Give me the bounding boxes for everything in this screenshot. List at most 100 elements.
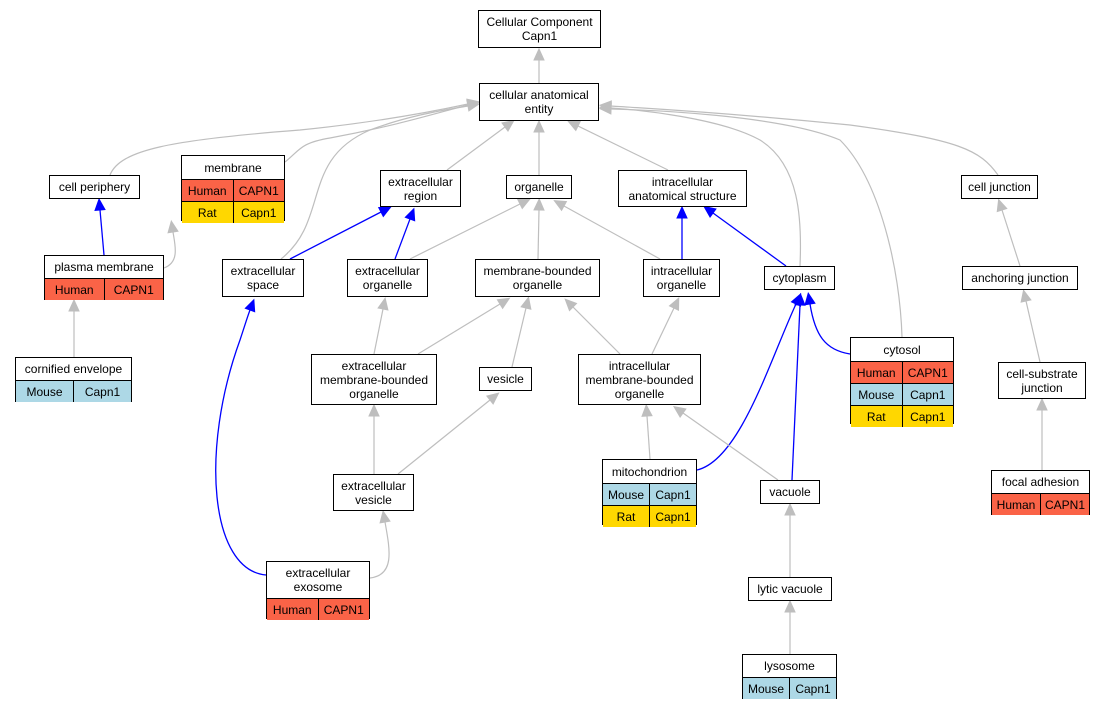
go-term-label: cytosol [851, 338, 953, 361]
go-term-lyticvacuole[interactable]: lytic vacuole [748, 577, 832, 601]
edge-membraneboundedorganelle-to-organelle [537, 209, 540, 260]
edge-extracellularorganelle-to-organelle [409, 203, 521, 260]
go-term-anchoringjunction[interactable]: anchoring junction [962, 266, 1078, 290]
edge-plasmamembrane-to-membrane [163, 231, 176, 269]
go-term-celljunction[interactable]: cell junction [961, 175, 1038, 199]
arrowhead-membraneboundedorganelle-to-organelle [533, 197, 545, 211]
arrowhead-cae-to-root [533, 47, 545, 61]
edge-cellperiphery-to-cae [109, 103, 469, 176]
go-term-label-line: space [246, 278, 279, 292]
edge-anchoringjunction-to-celljunction [1001, 209, 1021, 267]
gene-cell: Capn1 [73, 381, 131, 402]
go-term-label-line: cell junction [968, 180, 1031, 194]
go-term-organelle[interactable]: organelle [506, 175, 572, 199]
species-cell: Mouse [26, 384, 63, 399]
go-term-label-line: organelle [514, 180, 564, 194]
gene-cell: CAPN1 [103, 279, 164, 300]
go-term-label-line: extracellular [388, 174, 453, 189]
arrowhead-cellsubstrate-to-anchoringjunction [1020, 289, 1032, 303]
species-cell: Human [272, 602, 312, 617]
go-term-label-line: junction [1021, 380, 1063, 395]
species-cell: Human [187, 183, 227, 198]
edge-extracellularregion-to-cae [446, 126, 506, 171]
go-term-label-line: plasma membrane [54, 260, 154, 274]
gene-cell: CAPN1 [232, 180, 285, 201]
go-term-label-line: extracellular [230, 264, 296, 278]
arrowhead-plasmamembrane-to-membrane [167, 219, 179, 234]
arrowhead-cytoplasm-to-intracellularstruct [703, 205, 717, 218]
edge-intracellularstruct-to-cae [577, 125, 669, 171]
gene-cell: CAPN1 [1040, 494, 1089, 515]
edge-icmbo-to-membraneboundedorganelle [572, 306, 621, 355]
edge-extracellularvesicle-to-vesicle [397, 399, 491, 475]
go-term-label-line: organelle [512, 278, 563, 292]
edge-cytosol-to-cae [610, 108, 903, 338]
edge-extracellularorganelle-to-extracellularregion [394, 218, 411, 260]
go-term-vacuole[interactable]: vacuole [760, 480, 820, 504]
edge-mitochondrion-to-icmbo [646, 415, 651, 460]
go-term-label-line: cornified envelope [24, 362, 123, 376]
arrowhead-exosome-to-extracellularspace [244, 298, 256, 313]
go-term-vesicle[interactable]: vesicle [479, 367, 532, 391]
go-term-label-line: intracellular [608, 358, 671, 373]
go-term-label-line: organelle [656, 278, 707, 292]
go-term-label: mitochondrion [603, 460, 696, 483]
edge-ecmbo-to-membraneboundedorganelle [417, 303, 501, 355]
species-cell: Mouse [747, 681, 785, 696]
go-term-label: membrane [182, 156, 284, 179]
edge-intracellularorganelle-to-organelle [563, 205, 661, 260]
gene-cell: CAPN1 [901, 362, 954, 383]
go-term-label-line: focal adhesion [1001, 475, 1080, 489]
arrowhead-intracellularorganelle-to-intracellularstruct [676, 205, 688, 219]
edge-cellsubstrate-to-anchoringjunction [1025, 300, 1041, 363]
arrowhead-extracellularorganelle-to-extracellularregion [404, 207, 416, 222]
go-term-cellperiphery[interactable]: cell periphery [49, 175, 140, 199]
edge-extracellularspace-to-cae [280, 105, 469, 260]
go-term-label-line: membrane [204, 160, 262, 175]
edge-membrane-to-cae [284, 104, 469, 163]
gene-cell: Capn1 [901, 384, 954, 405]
arrowhead-extracellularvesicle-to-vesicle [485, 392, 500, 405]
edge-plasmamembrane-to-cellperiphery [99, 209, 105, 256]
arrowhead-icmbo-to-intracellularorganelle [668, 296, 680, 311]
species-cell: Rat [197, 205, 217, 220]
go-term-label-line: membrane-bounded [483, 264, 592, 278]
go-term-label: cell junction [962, 176, 1037, 198]
go-term-cytoplasm[interactable]: cytoplasm [764, 266, 835, 290]
edge-mitochondrion-to-cytoplasm [696, 303, 797, 471]
go-term-label-line: vesicle [487, 372, 524, 386]
go-term-label-line: lytic vacuole [757, 582, 823, 596]
arrowhead-intracellularorganelle-to-organelle [553, 200, 568, 212]
